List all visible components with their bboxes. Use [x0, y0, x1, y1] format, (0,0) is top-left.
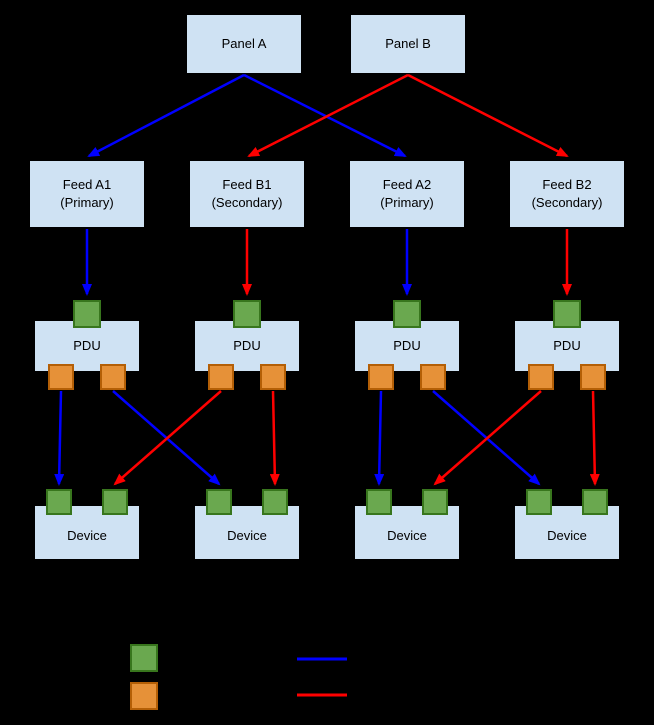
pdu-2-box: PDU — [194, 320, 300, 372]
device-3-input-port-left — [366, 489, 392, 515]
pdu-1-input-port — [73, 300, 101, 328]
pdu-2-input-port — [233, 300, 261, 328]
pdu-3-output-port-right — [420, 364, 446, 390]
pdu-2-label: PDU — [233, 338, 261, 353]
edge-pdu-1-to-device-1 — [54, 390, 65, 486]
edge-pdu-4-to-device-3 — [433, 390, 542, 486]
pdu-4-label: PDU — [553, 338, 581, 353]
feed-b2-box: Feed B2 (Secondary) — [509, 160, 625, 228]
panel-b-label: Panel B — [385, 36, 431, 51]
feed-b2-name: Feed B2 — [542, 177, 592, 192]
edge-pdu-3-to-device-3 — [374, 390, 385, 486]
feed-a2-name: Feed A2 — [382, 177, 432, 192]
device-1-input-port-right — [102, 489, 128, 515]
feed-a1-box: Feed A1 (Primary) — [29, 160, 145, 228]
panel-a-label: Panel A — [221, 36, 267, 51]
pdu-3-output-port-left — [368, 364, 394, 390]
edge-panel-a-to-feed-a1 — [87, 73, 245, 158]
feed-a2-box: Feed A2 (Primary) — [349, 160, 465, 228]
device-4-input-port-right — [582, 489, 608, 515]
legend-output-port-swatch — [130, 682, 158, 710]
feed-b1-role: (Secondary) — [211, 195, 283, 210]
device-2-input-port-right — [262, 489, 288, 515]
edge-panel-b-to-feed-b2 — [407, 73, 569, 158]
panel-a-box: Panel A — [186, 14, 302, 74]
device-4-input-port-left — [526, 489, 552, 515]
pdu-4-output-port-right — [580, 364, 606, 390]
device-1-input-port-left — [46, 489, 72, 515]
edge-pdu-1-to-device-2 — [112, 390, 221, 486]
edge-pdu-3-to-device-4 — [432, 390, 541, 486]
pdu-3-label: PDU — [393, 338, 421, 353]
pdu-2-output-port-left — [208, 364, 234, 390]
edge-pdu-2-to-device-2 — [269, 390, 280, 486]
legend-input-port-swatch — [130, 644, 158, 672]
feed-b2-role: (Secondary) — [531, 195, 603, 210]
pdu-2-output-port-right — [260, 364, 286, 390]
pdu-1-output-port-left — [48, 364, 74, 390]
feed-a1-role: (Primary) — [60, 195, 114, 210]
pdu-1-label: PDU — [73, 338, 101, 353]
pdu-3-box: PDU — [354, 320, 460, 372]
edge-panel-b-to-feed-b1 — [247, 73, 409, 158]
device-3-input-port-right — [422, 489, 448, 515]
feed-b1-box: Feed B1 (Secondary) — [189, 160, 305, 228]
edge-pdu-4-to-device-4 — [589, 390, 600, 486]
feed-a2-role: (Primary) — [380, 195, 434, 210]
pdu-4-output-port-left — [528, 364, 554, 390]
pdu-4-input-port — [553, 300, 581, 328]
device-4-label: Device — [547, 527, 587, 543]
pdu-3-input-port — [393, 300, 421, 328]
feed-b1-name: Feed B1 — [222, 177, 272, 192]
edge-pdu-2-to-device-1 — [113, 390, 222, 486]
device-1-label: Device — [67, 527, 107, 543]
pdu-1-box: PDU — [34, 320, 140, 372]
device-2-input-port-left — [206, 489, 232, 515]
edge-panel-a-to-feed-a2 — [243, 73, 407, 158]
pdu-4-box: PDU — [514, 320, 620, 372]
pdu-1-output-port-right — [100, 364, 126, 390]
feed-a1-name: Feed A1 — [62, 177, 112, 192]
device-2-label: Device — [227, 527, 267, 543]
device-3-label: Device — [387, 527, 427, 543]
panel-b-box: Panel B — [350, 14, 466, 74]
